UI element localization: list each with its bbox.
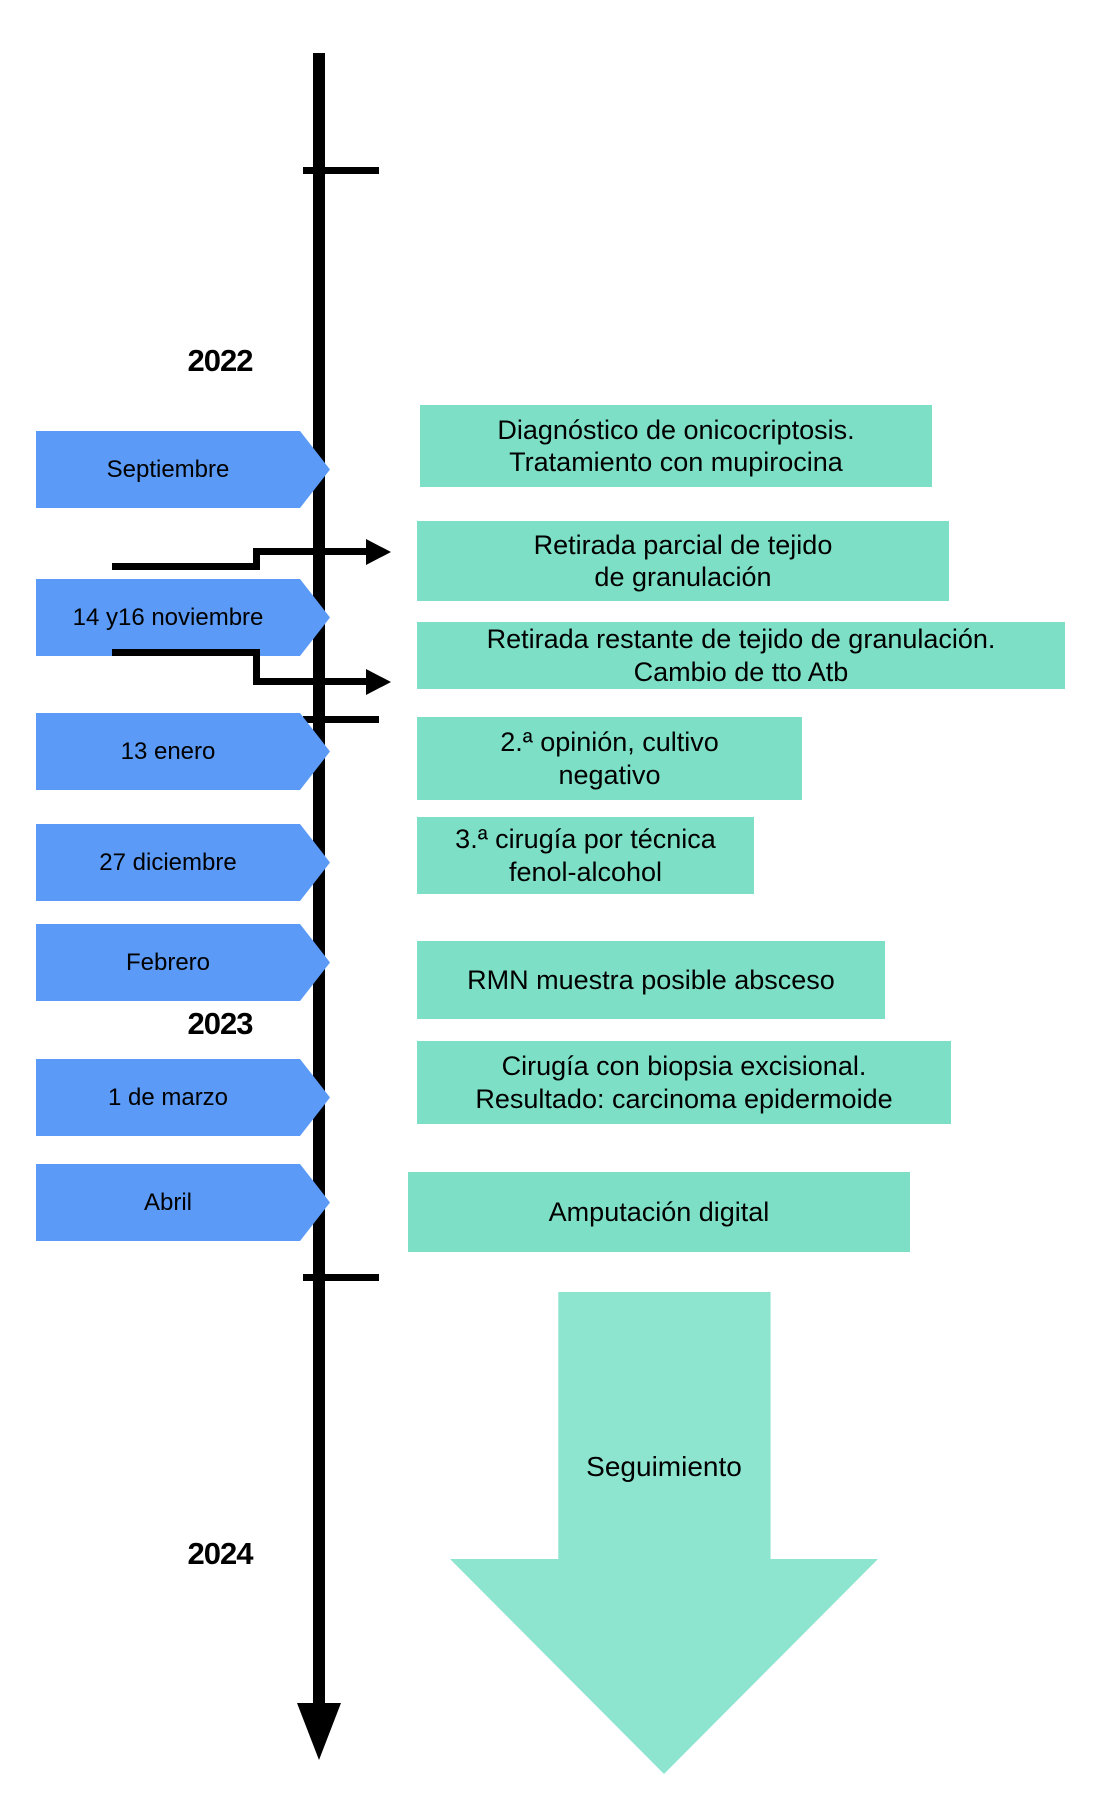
date-label: 14 y16 noviembre xyxy=(72,603,264,631)
timeline-tick-2022 xyxy=(303,167,379,174)
event-box-diagnostico: Diagnóstico de onicocriptosis. Tratamien… xyxy=(420,405,932,487)
followup-arrow xyxy=(450,1292,878,1774)
event-box-retirada-parcial: Retirada parcial de tejido de granulació… xyxy=(417,521,949,601)
event-text: Retirada parcial de tejido de granulació… xyxy=(533,529,833,592)
year-label-2024: 2024 xyxy=(187,1536,254,1571)
date-arrow-abril: Abril xyxy=(36,1164,330,1241)
event-box-segunda-opinion: 2.ª opinión, cultivo negativo xyxy=(417,717,802,800)
date-arrow-noviembre: 14 y16 noviembre xyxy=(36,579,330,656)
connector2-segment xyxy=(253,678,368,685)
event-text: Diagnóstico de onicocriptosis. Tratamien… xyxy=(497,414,855,477)
date-label: 27 diciembre xyxy=(99,848,237,876)
date-arrow-1-de-marzo: 1 de marzo xyxy=(36,1059,330,1136)
event-text: Amputación digital xyxy=(548,1196,770,1227)
event-text: 2.ª opinión, cultivo negativo xyxy=(500,727,719,790)
date-label: Abril xyxy=(143,1188,192,1216)
connector1-segment xyxy=(112,563,260,570)
event-box-biopsia: Cirugía con biopsia excisional. Resultad… xyxy=(417,1041,951,1124)
event-box-rmn: RMN muestra posible absceso xyxy=(417,941,885,1019)
date-arrow-febrero: Febrero xyxy=(36,924,330,1001)
year-label-2022: 2022 xyxy=(187,343,254,378)
date-arrow-27-diciembre: 27 diciembre xyxy=(36,824,330,901)
connector1-arrowhead-icon xyxy=(366,539,391,565)
date-label: 13 enero xyxy=(120,737,216,765)
timeline-tick-2023 xyxy=(303,716,379,723)
event-box-tercera-cirugia: 3.ª cirugía por técnica fenol-alcohol xyxy=(417,817,754,894)
date-arrow-septiembre: Septiembre xyxy=(36,431,330,508)
timeline-axis-arrowhead-icon xyxy=(297,1703,341,1760)
connector1-segment xyxy=(253,548,260,570)
connector2-segment xyxy=(253,649,260,685)
event-text: RMN muestra posible absceso xyxy=(467,964,835,995)
year-label-2023: 2023 xyxy=(187,1006,254,1041)
event-text: Cirugía con biopsia excisional. Resultad… xyxy=(475,1051,893,1114)
followup-label: Seguimiento xyxy=(586,1451,742,1482)
date-label: Febrero xyxy=(125,948,211,976)
date-label: Septiembre xyxy=(106,455,230,483)
date-label: 1 de marzo xyxy=(107,1083,229,1111)
event-box-retirada-restante: Retirada restante de tejido de granulaci… xyxy=(417,622,1065,689)
connector2-segment xyxy=(112,649,260,656)
connector2-arrowhead-icon xyxy=(366,669,391,695)
event-text: 3.ª cirugía por técnica fenol-alcohol xyxy=(455,824,716,887)
timeline-tick-2024 xyxy=(303,1274,379,1281)
event-text: Retirada restante de tejido de granulaci… xyxy=(486,624,996,687)
date-arrow-13-enero: 13 enero xyxy=(36,713,330,790)
event-box-amputacion: Amputación digital xyxy=(408,1172,910,1252)
connector1-segment xyxy=(253,548,368,555)
